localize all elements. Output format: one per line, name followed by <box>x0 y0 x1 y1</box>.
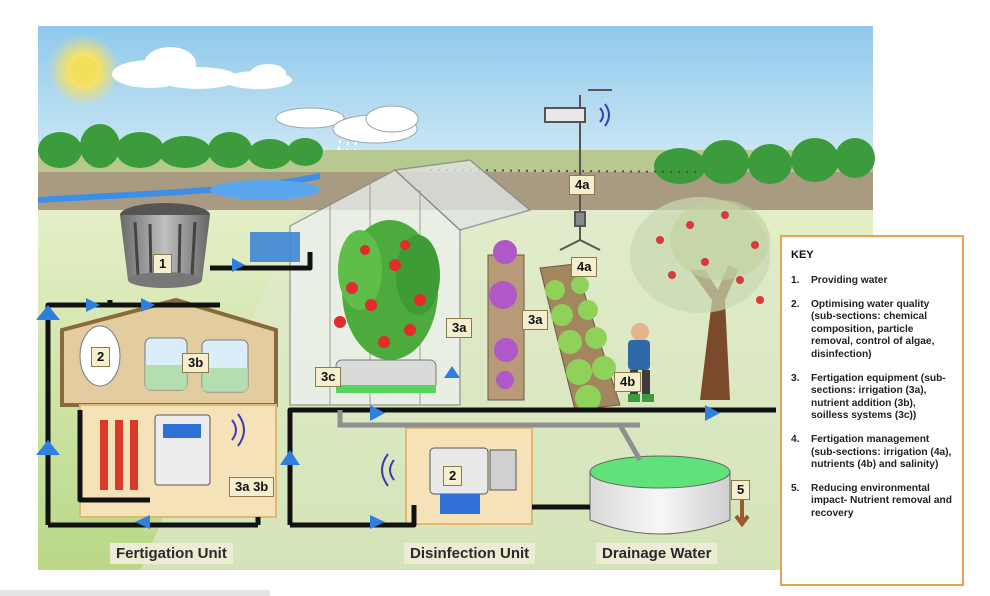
wifi-icon <box>231 103 610 487</box>
disinfection-unit-icon <box>405 427 533 525</box>
label-3c: 3c <box>315 367 342 387</box>
key-title: KEY <box>791 249 814 261</box>
key-item-1-text: Providing water <box>811 275 888 286</box>
key-item-2-number: 2. <box>791 298 800 310</box>
label-3a-3b: 3a 3b <box>229 477 275 497</box>
label-4b: 4b <box>614 372 642 392</box>
tomato-plant-icon <box>334 220 440 393</box>
key-item-2-text: Optimising water quality (sub-sections: … <box>811 298 935 360</box>
tree-line-left <box>38 124 323 169</box>
key-item-5-text: Reducing environmental impact- Nutrient … <box>811 482 952 519</box>
label-5: 5 <box>731 480 751 500</box>
key-item-5-number: 5. <box>791 482 800 494</box>
key-item-2: 2. Optimising water quality (sub-section… <box>791 299 954 362</box>
key-item-1-number: 1. <box>791 275 800 286</box>
label-4a-station: 4a <box>569 175 596 195</box>
key-panel: KEY 1. Providing water 2. Optimising wat… <box>780 235 964 586</box>
key-item-5: 5. Reducing environmental impact- Nutrie… <box>791 483 954 521</box>
key-item-3-text: Fertigation equipment (sub-sections: irr… <box>811 372 946 422</box>
label-2-disinfection: 2 <box>443 466 463 486</box>
pipe-network-grey <box>337 410 643 462</box>
farmer-icon <box>628 323 654 402</box>
sun-core <box>70 56 98 84</box>
label-4a-field: 4a <box>571 257 598 277</box>
drainage-water-title: Drainage Water <box>596 543 718 564</box>
apple-tree-icon <box>630 197 770 400</box>
key-item-4: 4. Fertigation management (sub-sections:… <box>791 434 954 472</box>
label-3b: 3b <box>182 353 210 373</box>
drainage-pond-icon <box>589 455 731 535</box>
label-1: 1 <box>153 254 173 274</box>
pond <box>210 180 320 200</box>
pipe-network <box>45 252 776 528</box>
fence <box>429 169 701 173</box>
flow-arrow-icon <box>36 258 720 529</box>
label-2-house: 2 <box>91 347 111 367</box>
cloud-icon <box>112 47 292 89</box>
weather-station-icon <box>544 89 612 251</box>
bottom-scrollbar[interactable] <box>0 590 270 596</box>
tree-line-right <box>654 138 875 184</box>
key-item-4-text: Fertigation management (sub-sections: ir… <box>811 433 952 471</box>
key-item-3: 3. Fertigation equipment (sub-sections: … <box>791 373 954 423</box>
flower-column-icon <box>487 240 525 401</box>
key-item-4-number: 4. <box>791 433 800 445</box>
lettuce-rows-icon <box>539 263 621 411</box>
water-tank-icon <box>120 203 210 288</box>
key-item-3-number: 3. <box>791 372 800 384</box>
key-item-1: 1. Providing water <box>791 275 954 288</box>
disinfection-unit-title: Disinfection Unit <box>404 543 536 564</box>
fertigation-unit-title: Fertigation Unit <box>110 543 233 564</box>
rain-cloud-icon <box>275 105 419 144</box>
label-3a-lettuce: 3a <box>522 310 549 330</box>
drain-outlet-arrow <box>734 498 750 528</box>
label-3a-greenhouse: 3a <box>446 318 473 338</box>
